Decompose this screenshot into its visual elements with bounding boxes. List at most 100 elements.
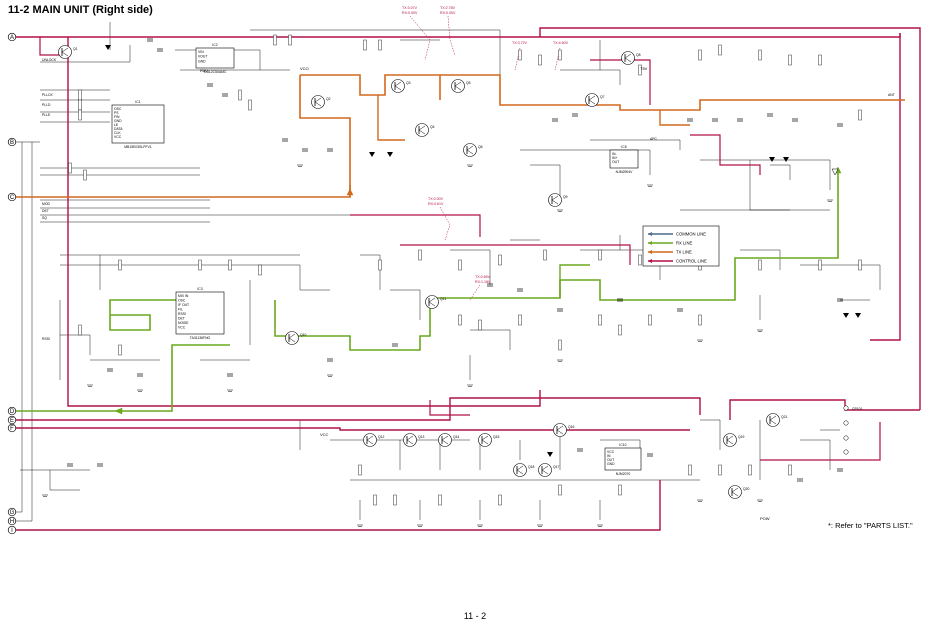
resistor [118,344,122,356]
resistor [558,339,562,351]
transistor-q7 [585,93,599,107]
ic-if-demod-pin: FIL [178,308,183,312]
rx-line [109,299,200,331]
ic-regulator-part: S-812C50AMC [204,70,227,74]
resistor [858,109,862,121]
transistor-q17 [538,463,552,477]
resistor [688,464,692,476]
terminal [843,405,849,411]
wire [450,249,491,285]
transistor-ref: Q2 [326,97,331,101]
leader-line [447,15,456,56]
transistor-emitter [556,429,564,435]
ic-if-demod-pin: IF OUT [178,303,189,307]
control-line [16,397,701,421]
transistor-q13 [403,433,417,447]
resistor [118,259,122,271]
legend-frame [642,225,720,267]
transistor-q6 [463,143,477,157]
resistor [718,464,722,476]
connector-f [7,423,17,433]
transistor-emitter [731,491,739,497]
diode [855,313,861,318]
transistor-collector [406,435,414,441]
resistor [458,259,462,271]
ic-if-demod-pin: VCC [178,326,186,330]
signal-lines-layer [16,27,921,531]
transistor-ref: Q8 [636,53,641,57]
resistor [543,249,547,261]
resistor [78,99,82,111]
resistor [618,484,622,496]
transistor-collector [428,297,436,303]
resistor [788,54,792,66]
resistor [248,99,252,111]
resistor [198,259,202,271]
resistor [498,494,502,506]
resistor [378,259,382,271]
terminal [843,420,849,426]
resistor [758,259,762,271]
signal-arrow [114,407,123,415]
net-label: POW [760,516,770,521]
tx-line [659,110,690,126]
transistor-emitter [394,85,402,91]
transistor-collector [731,487,739,493]
diode [105,45,111,50]
control-line [400,244,631,265]
transistor-ref: Q6 [478,145,483,149]
transistor-emitter [314,101,322,107]
transistor-q18 [513,463,527,477]
transistor-collector [588,95,596,101]
net-label: MOD [42,202,50,206]
ic-pll-pin: GND [114,119,122,123]
connector-label: E [10,418,14,424]
wire [530,164,561,200]
resistor [498,254,502,266]
ic-regulator-pin: VOUT [198,55,207,59]
ic-regulator [195,47,235,69]
resistor [598,249,602,261]
resistor [258,264,262,276]
transistor-q15 [478,433,492,447]
page-number: 11 - 2 [463,611,487,621]
diode [369,152,375,157]
net-label: ANT [888,93,895,97]
resistor [288,34,292,46]
ic-pll [111,104,165,144]
connector-label: H [10,519,14,525]
terminal [843,435,849,441]
ic-if-demod [175,291,225,335]
rx-line [16,344,230,412]
voltage-label: TX:3.07V [402,6,418,10]
transistor-ref: Q20 [743,487,750,491]
transistor-emitter [406,439,414,445]
transistor-ref: Q21 [781,415,788,419]
legend-item-label: CONTROL LINE [676,259,707,264]
control-line [760,422,881,461]
transistor-ref: Q15 [493,435,500,439]
voltage-label: TX:3.72V [512,41,528,45]
legend-arrow [648,241,652,245]
legend-item-label: RX LINE [676,241,692,246]
voltage-label: RX:0.00V [402,11,418,15]
resistor [68,162,72,174]
wire [60,334,91,355]
signal-arrow [346,188,354,196]
diode [769,157,775,162]
page-title: 11-2 MAIN UNIT (Right side) [8,4,153,16]
transistor-ref: Q13 [418,435,425,439]
net-label: APC [650,137,658,141]
wire [16,142,23,513]
wire [470,329,511,350]
resistor [518,314,522,326]
resistor [78,109,82,121]
voltage-label: TX:0.00V [428,197,444,201]
ic-opamp-ref: IC5 [621,145,626,149]
transistor-q2 [311,95,325,109]
rx-line [559,264,590,298]
ic-opamp-pin: IN- [612,152,617,156]
leader-line [409,15,431,61]
net-label: VCC [320,432,329,437]
